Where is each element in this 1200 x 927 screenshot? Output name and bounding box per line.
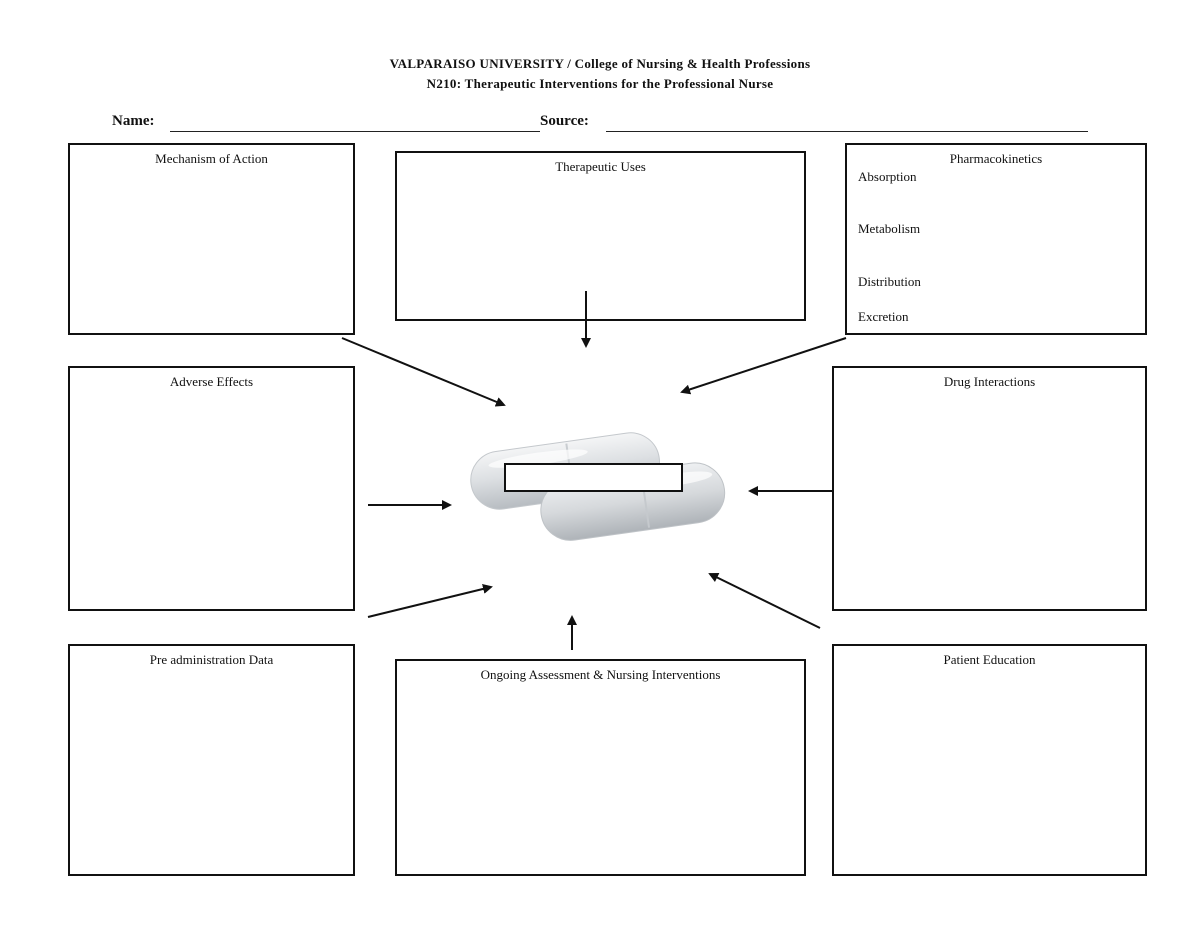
source-field[interactable] (606, 131, 1088, 132)
drug-name-field[interactable] (504, 463, 683, 492)
pre-administration-data-box[interactable]: Pre administration Data (68, 644, 355, 876)
ongoing-assessment-title: Ongoing Assessment & Nursing Interventio… (480, 667, 721, 682)
pharmacokinetics-title: Pharmacokinetics (949, 151, 1043, 166)
therapeutic-uses-box[interactable]: Therapeutic Uses (395, 151, 806, 321)
mechanism-of-action-box[interactable]: Mechanism of Action (68, 143, 355, 335)
distribution-label: Distribution (858, 274, 921, 289)
name-label: Name: (112, 113, 155, 129)
source-label: Source: (540, 113, 589, 129)
pharmacokinetics-box[interactable]: Pharmacokinetics Absorption Metabolism D… (845, 143, 1147, 335)
drug-interactions-title: Drug Interactions (943, 374, 1036, 389)
document-title: VALPARAISO UNIVERSITY / College of Nursi… (389, 56, 811, 71)
adverse-effects-box[interactable]: Adverse Effects (68, 366, 355, 611)
arrow-from-pre-administration (367, 584, 493, 618)
excretion-label: Excretion (858, 309, 909, 324)
patient-education-box[interactable]: Patient Education (832, 644, 1147, 876)
course-title: N210: Therapeutic Interventions for the … (426, 76, 774, 91)
arrow-from-mechanism (341, 337, 506, 407)
ongoing-assessment-box[interactable]: Ongoing Assessment & Nursing Interventio… (395, 659, 806, 876)
arrow-from-pharmacokinetics (680, 337, 847, 395)
arrow-from-patient-education (708, 573, 821, 629)
absorption-label: Absorption (858, 169, 917, 184)
name-field[interactable] (170, 131, 540, 132)
name-source-row: Name: Source: (112, 113, 1092, 135)
mechanism-of-action-title: Mechanism of Action (155, 151, 268, 166)
metabolism-label: Metabolism (858, 221, 921, 236)
therapeutic-uses-title: Therapeutic Uses (555, 159, 646, 174)
adverse-effects-title: Adverse Effects (169, 374, 254, 389)
pre-administration-data-title: Pre administration Data (149, 652, 274, 667)
patient-education-title: Patient Education (943, 652, 1036, 667)
drug-interactions-box[interactable]: Drug Interactions (832, 366, 1147, 611)
